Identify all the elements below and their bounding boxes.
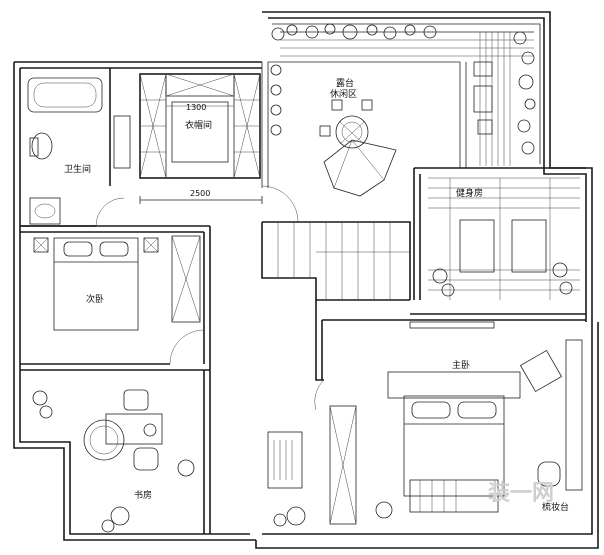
watermark: 装一网 [488, 481, 554, 506]
round-rug [83, 419, 125, 461]
wardrobe [171, 235, 201, 323]
desk [105, 413, 163, 445]
bed [53, 237, 139, 331]
master-bedroom-label: 主卧 [452, 359, 470, 371]
terrace: 露台 休闲区 [261, 23, 541, 197]
study-label: 书房 [134, 489, 152, 501]
terrace-table [335, 115, 369, 149]
vanity-stool [537, 461, 561, 487]
gym-label: 健身房 [456, 187, 483, 199]
piano [267, 431, 303, 489]
lounge-chair [519, 349, 563, 393]
gym: 健身房 [410, 167, 586, 315]
basin [29, 197, 61, 225]
master-bed [403, 395, 505, 497]
closet-width-dimension: 1300 [186, 103, 206, 112]
treadmill [459, 219, 495, 273]
corridor-dimension: 2500 [139, 189, 263, 204]
svg-text:2500: 2500 [190, 189, 210, 198]
second-bedroom-label: 次卧 [86, 293, 104, 305]
exercise-bike [511, 219, 547, 273]
master-wardrobe [329, 405, 357, 525]
closet-label: 衣帽间 [185, 119, 212, 131]
bathtub [27, 77, 103, 113]
terrace-label: 露台 [336, 77, 354, 89]
second-bedroom: 次卧 [20, 225, 211, 365]
vanity-label: 梳妆台 [542, 501, 569, 513]
desk-chair [123, 389, 149, 411]
toilet [31, 132, 53, 160]
staircase [261, 221, 411, 301]
bathroom: 卫生间 [20, 68, 131, 227]
terrace-sublabel: 休闲区 [330, 88, 357, 100]
corridor-door [261, 185, 299, 223]
master-bedroom: 主卧 梳妆台 [267, 300, 586, 527]
umbrella [323, 139, 397, 197]
study: 书房 [20, 364, 211, 534]
bathroom-label: 卫生间 [64, 163, 91, 175]
closet: 1300 衣帽间 [139, 73, 261, 179]
closet-island [171, 101, 229, 163]
